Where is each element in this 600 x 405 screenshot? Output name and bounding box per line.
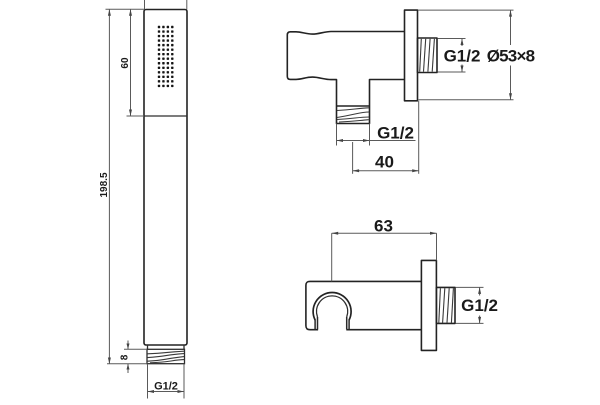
svg-text:60: 60 bbox=[120, 57, 131, 69]
svg-text:8: 8 bbox=[119, 354, 130, 360]
svg-text:40: 40 bbox=[375, 153, 394, 172]
svg-text:G1/2: G1/2 bbox=[444, 47, 481, 66]
svg-text:G1/2: G1/2 bbox=[377, 124, 414, 143]
svg-text:198.5: 198.5 bbox=[99, 172, 110, 197]
svg-text:63: 63 bbox=[374, 217, 393, 236]
svg-text:G1/2: G1/2 bbox=[154, 381, 178, 393]
svg-text:Ø53×8: Ø53×8 bbox=[487, 47, 535, 66]
svg-text:G1/2: G1/2 bbox=[461, 296, 498, 315]
